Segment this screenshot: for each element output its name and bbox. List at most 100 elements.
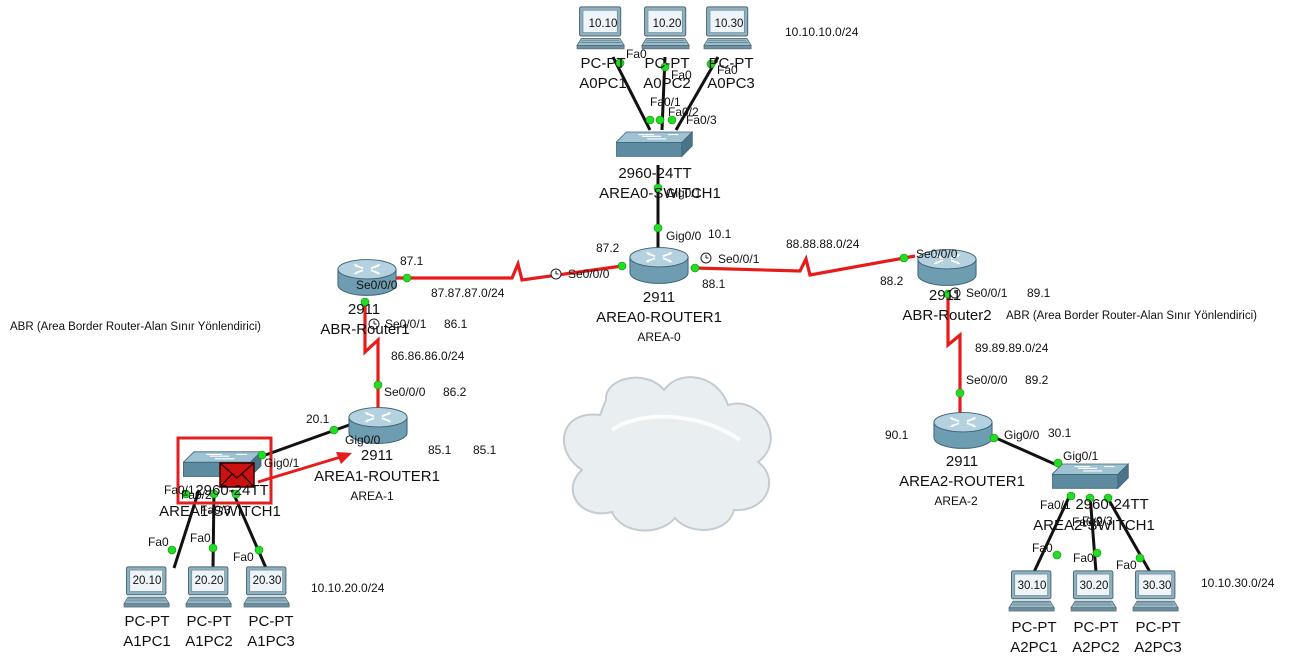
- pc-type-label: PC-PT: [125, 613, 170, 630]
- device-model-label: 2960-24TT: [195, 482, 268, 499]
- device-model-label: 2960-24TT: [618, 165, 691, 182]
- pc-a0pc2[interactable]: 10.20: [641, 6, 690, 50]
- port-label: Se0/0/0: [966, 373, 1008, 387]
- pc-screen-label: 10.20: [653, 18, 682, 30]
- ip-label: 86.2: [443, 385, 467, 399]
- device-name-label: ABR-Router1: [320, 321, 409, 338]
- port-label: Se0/0/0: [916, 247, 958, 261]
- port-label: Fa0/3: [200, 503, 231, 517]
- switch-icon-area2[interactable]: [1052, 463, 1129, 489]
- pc-type-label: PC-PT: [1012, 619, 1057, 636]
- port-label: Se0/0/0: [356, 278, 398, 292]
- link-a2pc1-switch[interactable]: [1032, 494, 1072, 573]
- link-a0pc3-switch[interactable]: [674, 56, 720, 131]
- pc-type-label: PC-PT: [709, 55, 754, 72]
- switch-icon-area0[interactable]: [616, 131, 693, 157]
- device-name-label: AREA0-SWITCH1: [599, 185, 721, 202]
- port-label: Fa0/2: [1072, 515, 1103, 529]
- network-label-area1-lan: 10.10.20.0/24: [311, 581, 385, 595]
- device-name-label: AREA1-SWITCH1: [159, 503, 281, 520]
- port-label: Se0/0/1: [966, 286, 1008, 300]
- ip-label: 88.1: [702, 277, 726, 291]
- pc-a2pc3[interactable]: 30.30: [1132, 570, 1179, 612]
- ip-label: 89.1: [1027, 286, 1051, 300]
- network-label-abr2-area2: 89.89.89.0/24: [975, 341, 1049, 355]
- device-model-label: 2960-24TT: [1075, 496, 1148, 513]
- device-model-label: 2911: [946, 453, 978, 470]
- pc-a1pc3[interactable]: 20.30: [243, 566, 290, 608]
- pc-screen-label: 10.10: [589, 18, 618, 30]
- ip-label: 88.2: [880, 274, 904, 288]
- link-abr2-a2router[interactable]: [946, 290, 962, 420]
- pc-a2pc1[interactable]: 30.10: [1008, 570, 1055, 612]
- port-label: Fa0/2: [668, 105, 699, 119]
- pc-screen-label: 10.30: [715, 18, 744, 30]
- network-label-abr1-area0: 87.87.87.0/24: [431, 286, 505, 300]
- pc-type-label: PC-PT: [645, 55, 690, 72]
- abr1-description: ABR (Area Border Router-Alan Sınır Yönle…: [10, 321, 261, 333]
- port-label: Fa0: [233, 550, 254, 564]
- pc-a0pc3[interactable]: 10.30: [703, 6, 752, 50]
- port-label: Gig0/1: [1063, 449, 1099, 463]
- area-label: AREA-1: [350, 489, 394, 503]
- area-label: AREA-2: [934, 494, 978, 508]
- router-icon-area0[interactable]: [629, 246, 689, 285]
- pc-a0pc1[interactable]: 10.10: [576, 6, 625, 50]
- router-icon-area2[interactable]: [933, 411, 993, 450]
- pc-type-label: PC-PT: [249, 613, 294, 630]
- port-label: Fa0: [717, 63, 738, 77]
- pc-screen-label: 30.20: [1080, 580, 1109, 592]
- port-status-dots: [167, 58, 1145, 563]
- port-label: Fa0: [671, 68, 692, 82]
- ip-label: 87.1: [400, 254, 424, 268]
- device-model-label: 2911: [929, 287, 961, 304]
- device-name-label: AREA1-ROUTER1: [314, 468, 440, 485]
- port-label: Se0/0/0: [384, 385, 426, 399]
- network-label-area0-lan: 10.10.10.0/24: [785, 25, 859, 39]
- clock-icon: [700, 252, 712, 264]
- clock-icon: [550, 268, 562, 280]
- cloud-icon[interactable]: [563, 376, 772, 532]
- ip-label: 85.1: [473, 443, 497, 457]
- ip-label: 90.1: [885, 428, 909, 442]
- device-model-label: 2911: [643, 289, 675, 306]
- ip-label: 89.2: [1025, 373, 1049, 387]
- link-a2pc2-switch[interactable]: [1088, 494, 1098, 573]
- pc-name-label: A2PC3: [1134, 639, 1182, 656]
- port-label: Gig0/1: [264, 456, 300, 470]
- device-name-label: AREA0-ROUTER1: [596, 309, 722, 326]
- pc-screen-label: 30.10: [1018, 580, 1047, 592]
- ip-label: 87.2: [596, 241, 620, 255]
- device-model-label: 2911: [348, 301, 380, 318]
- ip-label: 10.1: [708, 227, 732, 241]
- pc-type-label: PC-PT: [1136, 619, 1181, 636]
- pc-name-label: A0PC1: [579, 75, 627, 92]
- pc-name-label: A1PC2: [185, 633, 233, 650]
- pc-name-label: A1PC3: [247, 633, 295, 650]
- link-a0router-abr2[interactable]: [694, 254, 916, 277]
- port-label: Gig0/0: [345, 433, 381, 447]
- ip-label: 30.1: [1048, 426, 1072, 440]
- link-a0pc1-switch[interactable]: [611, 56, 652, 131]
- port-label: Gig0/1: [666, 186, 702, 200]
- port-label: Gig0/0: [666, 229, 702, 243]
- link-abr1-a1router[interactable]: [363, 298, 380, 410]
- envelope-icon[interactable]: [219, 462, 255, 488]
- device-name-label: AREA2-ROUTER1: [899, 473, 1025, 490]
- pc-a2pc2[interactable]: 30.20: [1070, 570, 1117, 612]
- pc-type-label: PC-PT: [581, 55, 626, 72]
- pc-name-label: A2PC1: [1010, 639, 1058, 656]
- pc-name-label: A0PC2: [643, 75, 691, 92]
- port-label: Fa0/2: [181, 488, 212, 502]
- pc-screen-label: 20.10: [133, 575, 162, 587]
- port-label: Fa0: [148, 535, 169, 549]
- pc-type-label: PC-PT: [187, 613, 232, 630]
- ip-label: 86.1: [444, 317, 468, 331]
- port-label: Se0/0/1: [718, 252, 760, 266]
- port-label: Fa0: [1073, 551, 1094, 565]
- pc-a1pc1[interactable]: 20.10: [123, 566, 170, 608]
- pc-a1pc2[interactable]: 20.20: [185, 566, 232, 608]
- pc-type-label: PC-PT: [1074, 619, 1119, 636]
- pc-name-label: A2PC2: [1072, 639, 1120, 656]
